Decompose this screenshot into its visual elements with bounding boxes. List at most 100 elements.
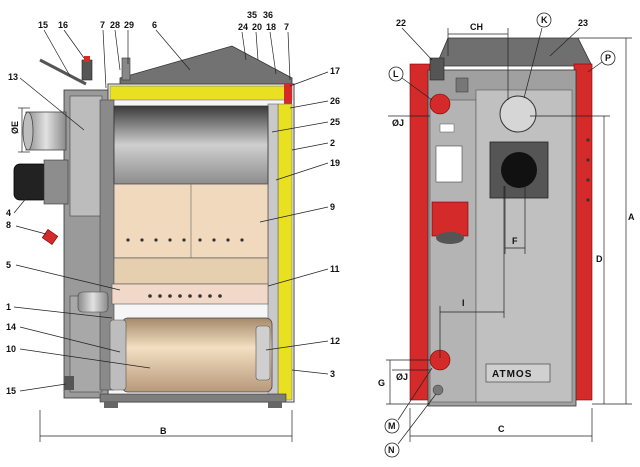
left-section-view: ØE B 15 16 7 28 29 6 35 36 24 20 18 7 17…	[6, 10, 340, 442]
label-top-7b: 7	[284, 22, 289, 32]
base-plate	[99, 393, 287, 403]
leader-m	[397, 367, 433, 421]
dim-g-label: G	[378, 378, 385, 388]
leader-top-18	[269, 31, 277, 75]
top-fitting-red	[84, 56, 90, 62]
label-top-28: 28	[110, 20, 120, 30]
rear-pump-red	[431, 201, 469, 237]
rear-brand-badge	[485, 363, 551, 383]
leader-right-12	[265, 340, 329, 351]
lower-chamber-end	[255, 325, 271, 381]
label-right-19: 19	[330, 158, 340, 168]
lever-rod	[39, 58, 87, 86]
callout-m	[384, 418, 400, 434]
callout-k	[536, 12, 552, 28]
leader-p	[587, 61, 603, 73]
dim-b-label: B	[160, 426, 167, 436]
label-top-20: 20	[252, 22, 262, 32]
label-right-17: 17	[330, 66, 340, 76]
leader-right-9	[259, 206, 329, 223]
label-right-3: 3	[330, 369, 335, 379]
dim-c-label: C	[498, 424, 505, 434]
return-pipe	[77, 291, 109, 313]
insulation-right	[277, 103, 293, 401]
leader-right-25	[271, 121, 329, 133]
callout-m-label: M	[388, 421, 396, 431]
rear-red-panel-left	[409, 63, 431, 401]
lower-combustion-chamber	[121, 317, 273, 393]
label-right-25: 25	[330, 117, 340, 127]
rear-outlet-l	[429, 93, 451, 115]
label-top-35: 35	[247, 10, 257, 20]
grate-nozzle	[111, 283, 269, 305]
dim-ch-label: CH	[470, 22, 483, 32]
right-rear-view: ATMOS CH 22 K 23 L P	[378, 12, 635, 458]
label-top-7a: 7	[100, 20, 105, 30]
rear-flue-circle	[499, 95, 537, 133]
label-right-9: 9	[330, 202, 335, 212]
rear-inner-panel	[475, 89, 573, 403]
leader-right-3	[291, 369, 329, 375]
label-left-14: 14	[6, 322, 16, 332]
label-top-29: 29	[124, 20, 134, 30]
leader-left-10	[19, 348, 151, 369]
front-door-upper	[69, 95, 103, 217]
rear-sticker	[439, 123, 455, 133]
leader-top-24	[241, 31, 247, 61]
rear-red-panel-right	[573, 63, 593, 401]
leader-right-19	[275, 162, 329, 181]
ash-bed	[113, 257, 269, 285]
top-fitting-left	[121, 57, 131, 81]
leader-top-7a	[102, 29, 107, 89]
top-fitting-valve	[81, 59, 93, 81]
label-right-11: 11	[330, 264, 340, 274]
rear-top-pipe-mid	[455, 77, 469, 93]
leader-top-15	[43, 29, 71, 77]
leader-k	[523, 27, 543, 99]
label-top-24: 24	[238, 22, 248, 32]
callout-k-label: K	[541, 15, 548, 25]
dim-j-top-label: ØJ	[392, 118, 404, 128]
dim-a-label: A	[628, 212, 635, 222]
rear-drain	[432, 384, 444, 396]
flue-outlet-rim	[22, 111, 34, 151]
label-top-16: 16	[58, 20, 68, 30]
leader-n	[397, 393, 437, 445]
rear-top-pipe-left	[429, 57, 445, 81]
leader-left-4	[13, 195, 29, 214]
callout-l	[388, 66, 404, 82]
lower-chamber-front	[109, 319, 127, 391]
air-holes-grate	[148, 294, 222, 298]
insulation-top	[109, 85, 293, 101]
label-left-13: 13	[8, 72, 18, 82]
rear-white-plate	[435, 145, 463, 183]
rear-inspection-hole	[501, 152, 537, 188]
callout-l-label: L	[393, 69, 399, 79]
label-top-18: 18	[266, 22, 276, 32]
leader-22	[401, 27, 433, 61]
leader-top-6	[155, 29, 191, 71]
leader-left-13	[19, 77, 85, 131]
leader-l	[401, 77, 433, 101]
foot-right	[268, 402, 282, 408]
label-top-36: 36	[263, 10, 273, 20]
leader-left-15b	[19, 383, 67, 392]
leader-top-7b	[287, 31, 291, 81]
dim-d-label: D	[596, 254, 603, 264]
rear-brand-text: ATMOS	[492, 369, 532, 380]
callout-n-label: N	[388, 445, 395, 455]
leader-top-28	[114, 29, 121, 71]
label-top-15: 15	[38, 20, 48, 30]
label-left-10: 10	[6, 344, 16, 354]
dim-j-bottom-label: ØJ	[396, 372, 408, 382]
callout-p-label: P	[605, 53, 611, 63]
dim-e-label: ØE	[10, 121, 20, 134]
leader-23	[549, 27, 581, 57]
leader-right-11	[267, 268, 329, 287]
label-right-2: 2	[330, 138, 335, 148]
leader-top-16	[63, 29, 85, 59]
drain-fitting	[64, 376, 74, 390]
leader-right-2	[291, 142, 329, 151]
